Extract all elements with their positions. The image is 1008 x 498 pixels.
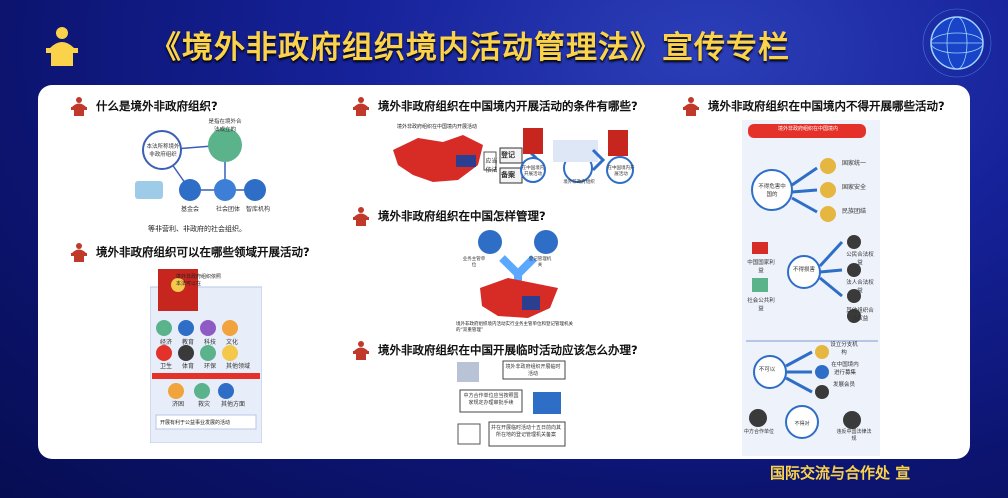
activity-label-1: 在中国境内开展活动 <box>521 166 545 177</box>
fields-intro: 境外非政府组织依照本法可以在 <box>176 274 222 287</box>
item-public-interest: 社会公共利益 <box>747 298 775 312</box>
speaker-icon <box>683 97 699 116</box>
field-sports: 体育 <box>182 363 195 370</box>
speaker-icon <box>353 97 369 116</box>
field-relief: 济困 <box>172 401 185 408</box>
footer-credit: 国际交流与合作处 宣 <box>770 464 911 482</box>
item-national-interest: 中国国家利益 <box>747 260 775 274</box>
field-culture: 文化 <box>226 339 239 346</box>
top-label: 是指在境外合法成立的 <box>208 119 242 133</box>
definition-caption: 等非营利、非政府的社会组织。 <box>148 225 246 233</box>
globe-icon <box>922 8 992 78</box>
section-prohibited: 境外非政府组织在中国境内不得开展哪些活动? <box>680 96 945 116</box>
item-partner: 中方合作单位 <box>744 429 775 435</box>
agency-registration: 登记管理机关 <box>528 257 552 268</box>
conditions-diagram <box>393 128 634 184</box>
step-2: 中方合作单位应当按照国家规定办理审批手续 <box>463 393 519 406</box>
section-what-is-ngo: 什么是境外非政府组织? <box>68 96 218 116</box>
step-1: 境外非政府组织开展临时活动 <box>505 364 561 377</box>
item-branch: 设立分支机构 <box>830 342 858 356</box>
field-education: 教育 <box>182 339 195 346</box>
not-endanger-label: 不得危害中国的 <box>758 184 786 198</box>
register-label: 登记 <box>501 151 515 159</box>
ngo-label-1: 境外非政府组织 <box>563 180 595 185</box>
section-question: 什么是境外非政府组织? <box>96 99 218 113</box>
not-harm-label: 不得损害 <box>792 267 815 273</box>
center-label: 本法所称境外非政府组织 <box>146 144 180 158</box>
item-society: 社会团体 <box>216 206 241 213</box>
field-environment: 环保 <box>204 363 217 370</box>
section-temporary-activities: 境外非政府组织在中国开展临时活动应该怎么办理? <box>350 340 638 360</box>
item-unity: 国家统一 <box>841 160 866 167</box>
speaker-icon <box>353 207 369 226</box>
speaker-icon <box>71 243 87 262</box>
management-diagram <box>478 230 558 318</box>
item-violate-law: 违反中国法律法规 <box>836 429 872 442</box>
section-fields: 境外非政府组织可以在哪些领域开展活动? <box>68 242 310 262</box>
not-allowed-label: 不可以 <box>758 367 776 373</box>
section-question: 境外非政府组织可以在哪些领域开展活动? <box>96 245 310 259</box>
step-3: 并在开展临时活动十五日前向其所在地的登记管理机关备案 <box>491 425 562 438</box>
fields-caption: 开展有利于公益事业发展的活动 <box>160 420 231 426</box>
field-other: 其他领域 <box>226 363 251 370</box>
field-disaster: 救灾 <box>198 401 211 408</box>
not-to-label: 不得对 <box>794 421 810 427</box>
item-thinktank: 智库机构 <box>246 206 271 213</box>
section-question: 境外非政府组织在中国怎样管理? <box>378 209 546 223</box>
ngo-definition-diagram <box>135 128 266 201</box>
item-org-rights: 其他组织合法权益 <box>846 308 874 322</box>
field-health: 卫生 <box>160 363 173 370</box>
prohibited-activities-infographic <box>742 120 880 456</box>
file-label: 备案 <box>501 171 515 179</box>
law-book-illustration <box>150 269 262 443</box>
speaker-icon <box>71 97 87 116</box>
management-caption: 境外非政府组织境内活动实行业务主管单位和登记管理机关的“双重管理” <box>456 322 573 333</box>
item-foundation: 基金会 <box>181 206 200 213</box>
field-science: 科技 <box>204 339 217 346</box>
item-fundraising: 在中国境内进行募集 <box>831 362 859 376</box>
page-title: 《境外非政府组织境内活动管理法》宣传专栏 <box>150 30 790 66</box>
item-members: 发展会员 <box>832 382 855 388</box>
prohibited-banner: 境外非政府组织在中国境内 <box>777 126 838 132</box>
section-question: 境外非政府组织在中国境内不得开展哪些活动? <box>708 99 945 113</box>
agency-business: 业务主管单位 <box>462 257 486 268</box>
field-other-aspects: 其他方面 <box>221 401 246 408</box>
item-legal-person-rights: 法人合法权益 <box>846 280 874 294</box>
section-conditions: 境外非政府组织在中国境内开展活动的条件有哪些? <box>350 96 638 116</box>
section-question: 境外非政府组织在中国境内开展活动的条件有哪些? <box>378 99 638 113</box>
item-security: 国家安全 <box>841 184 866 191</box>
map-label: 境外非政府组织在中国境内开展活动 <box>397 124 478 130</box>
item-ethnic-unity: 民族团结 <box>841 208 866 215</box>
activity-label-2: 在中国境内开展活动 <box>607 166 635 177</box>
section-question: 境外非政府组织在中国开展临时活动应该怎么办理? <box>378 343 638 357</box>
speaker-icon <box>353 341 369 360</box>
speaker-podium-icon <box>46 27 78 66</box>
must-by-law: 应当依法 <box>485 158 498 174</box>
field-economy: 经济 <box>160 339 173 346</box>
item-citizen-rights: 公民合法权益 <box>846 252 874 266</box>
temporary-activities-flow <box>457 360 566 447</box>
section-management: 境外非政府组织在中国怎样管理? <box>350 206 546 226</box>
